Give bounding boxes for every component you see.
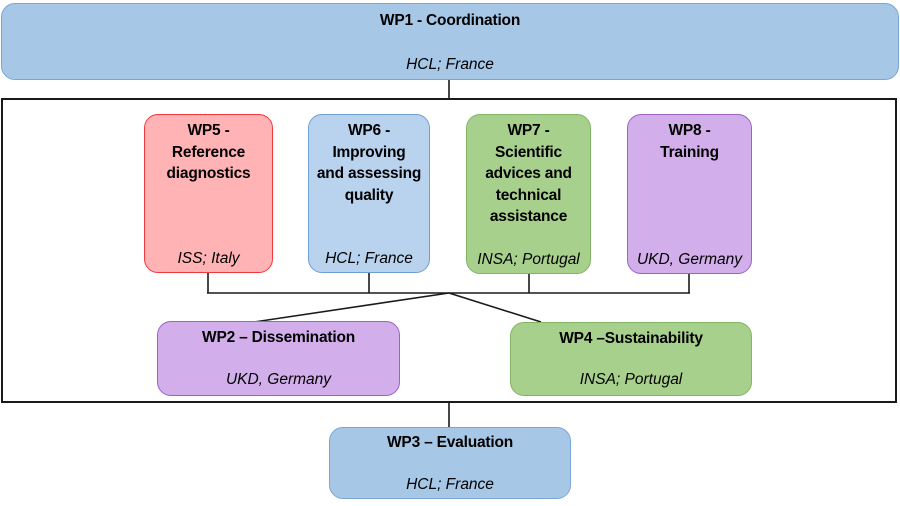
- wp6-title-line: quality: [344, 186, 394, 204]
- wp6-title-line: WP6 -: [347, 122, 391, 139]
- wp7-title: WP7 - Scientific advices and technical a…: [467, 120, 590, 228]
- wp5-title-line: diagnostics: [166, 165, 251, 182]
- wp5-reference-diagnostics-box: WP5 - Reference diagnostics ISS; Italy: [144, 114, 273, 273]
- wp5-title-line: WP5 -: [187, 122, 230, 139]
- wp7-title-line: advices and: [485, 165, 572, 182]
- wp5-lead: ISS; Italy: [177, 250, 240, 267]
- wp4-title: WP4 –Sustainability: [559, 330, 703, 347]
- wp6-lead: HCL; France: [325, 250, 413, 267]
- wp6-title-line: Improving: [332, 143, 406, 161]
- connector-bus-wp2: [253, 292, 450, 323]
- wp2-lead: UKD, Germany: [225, 371, 332, 388]
- connector-bus-wp4: [448, 292, 542, 323]
- wp3-lead: HCL; France: [406, 476, 494, 493]
- wp5-title-line: Reference: [171, 143, 246, 161]
- wp8-lead: UKD, Germany: [636, 251, 743, 268]
- wp7-lead: INSA; Portugal: [477, 251, 580, 268]
- wp8-title-line: Training: [660, 143, 719, 161]
- wp7-title-line: technical: [495, 186, 562, 204]
- work-packages-frame: [1, 98, 897, 403]
- wp7-scientific-advices-box: WP7 - Scientific advices and technical a…: [466, 114, 591, 274]
- wp3-title: WP3 – Evaluation: [387, 434, 513, 451]
- wp6-title: WP6 - Improving and assessing quality: [309, 120, 429, 206]
- wp2-dissemination-box: WP2 – Dissemination UKD, Germany: [157, 321, 400, 396]
- wp7-title-line: WP7 -: [507, 122, 550, 139]
- wp6-improving-quality-box: WP6 - Improving and assessing quality HC…: [308, 114, 430, 273]
- wp5-title: WP5 - Reference diagnostics: [145, 120, 272, 185]
- wp4-sustainability-box: WP4 –Sustainability INSA; Portugal: [510, 322, 752, 396]
- wp1-coordination-box: WP1 - Coordination HCL; France: [1, 3, 899, 80]
- wp7-title-line: Scientific: [495, 143, 562, 161]
- wp3-evaluation-box: WP3 – Evaluation HCL; France: [329, 427, 571, 499]
- wp2-title: WP2 – Dissemination: [202, 329, 355, 346]
- wp8-title-line: WP8 -: [668, 122, 711, 139]
- wp8-title: WP8 - Training: [628, 120, 751, 163]
- wp8-training-box: WP8 - Training UKD, Germany: [627, 114, 752, 274]
- wp1-title: WP1 - Coordination: [379, 12, 521, 29]
- wp6-title-line: and assessing: [316, 165, 422, 182]
- wp1-lead: HCL; France: [406, 56, 494, 73]
- wp7-title-line: assistance: [489, 208, 568, 225]
- wp4-lead: INSA; Portugal: [579, 371, 683, 388]
